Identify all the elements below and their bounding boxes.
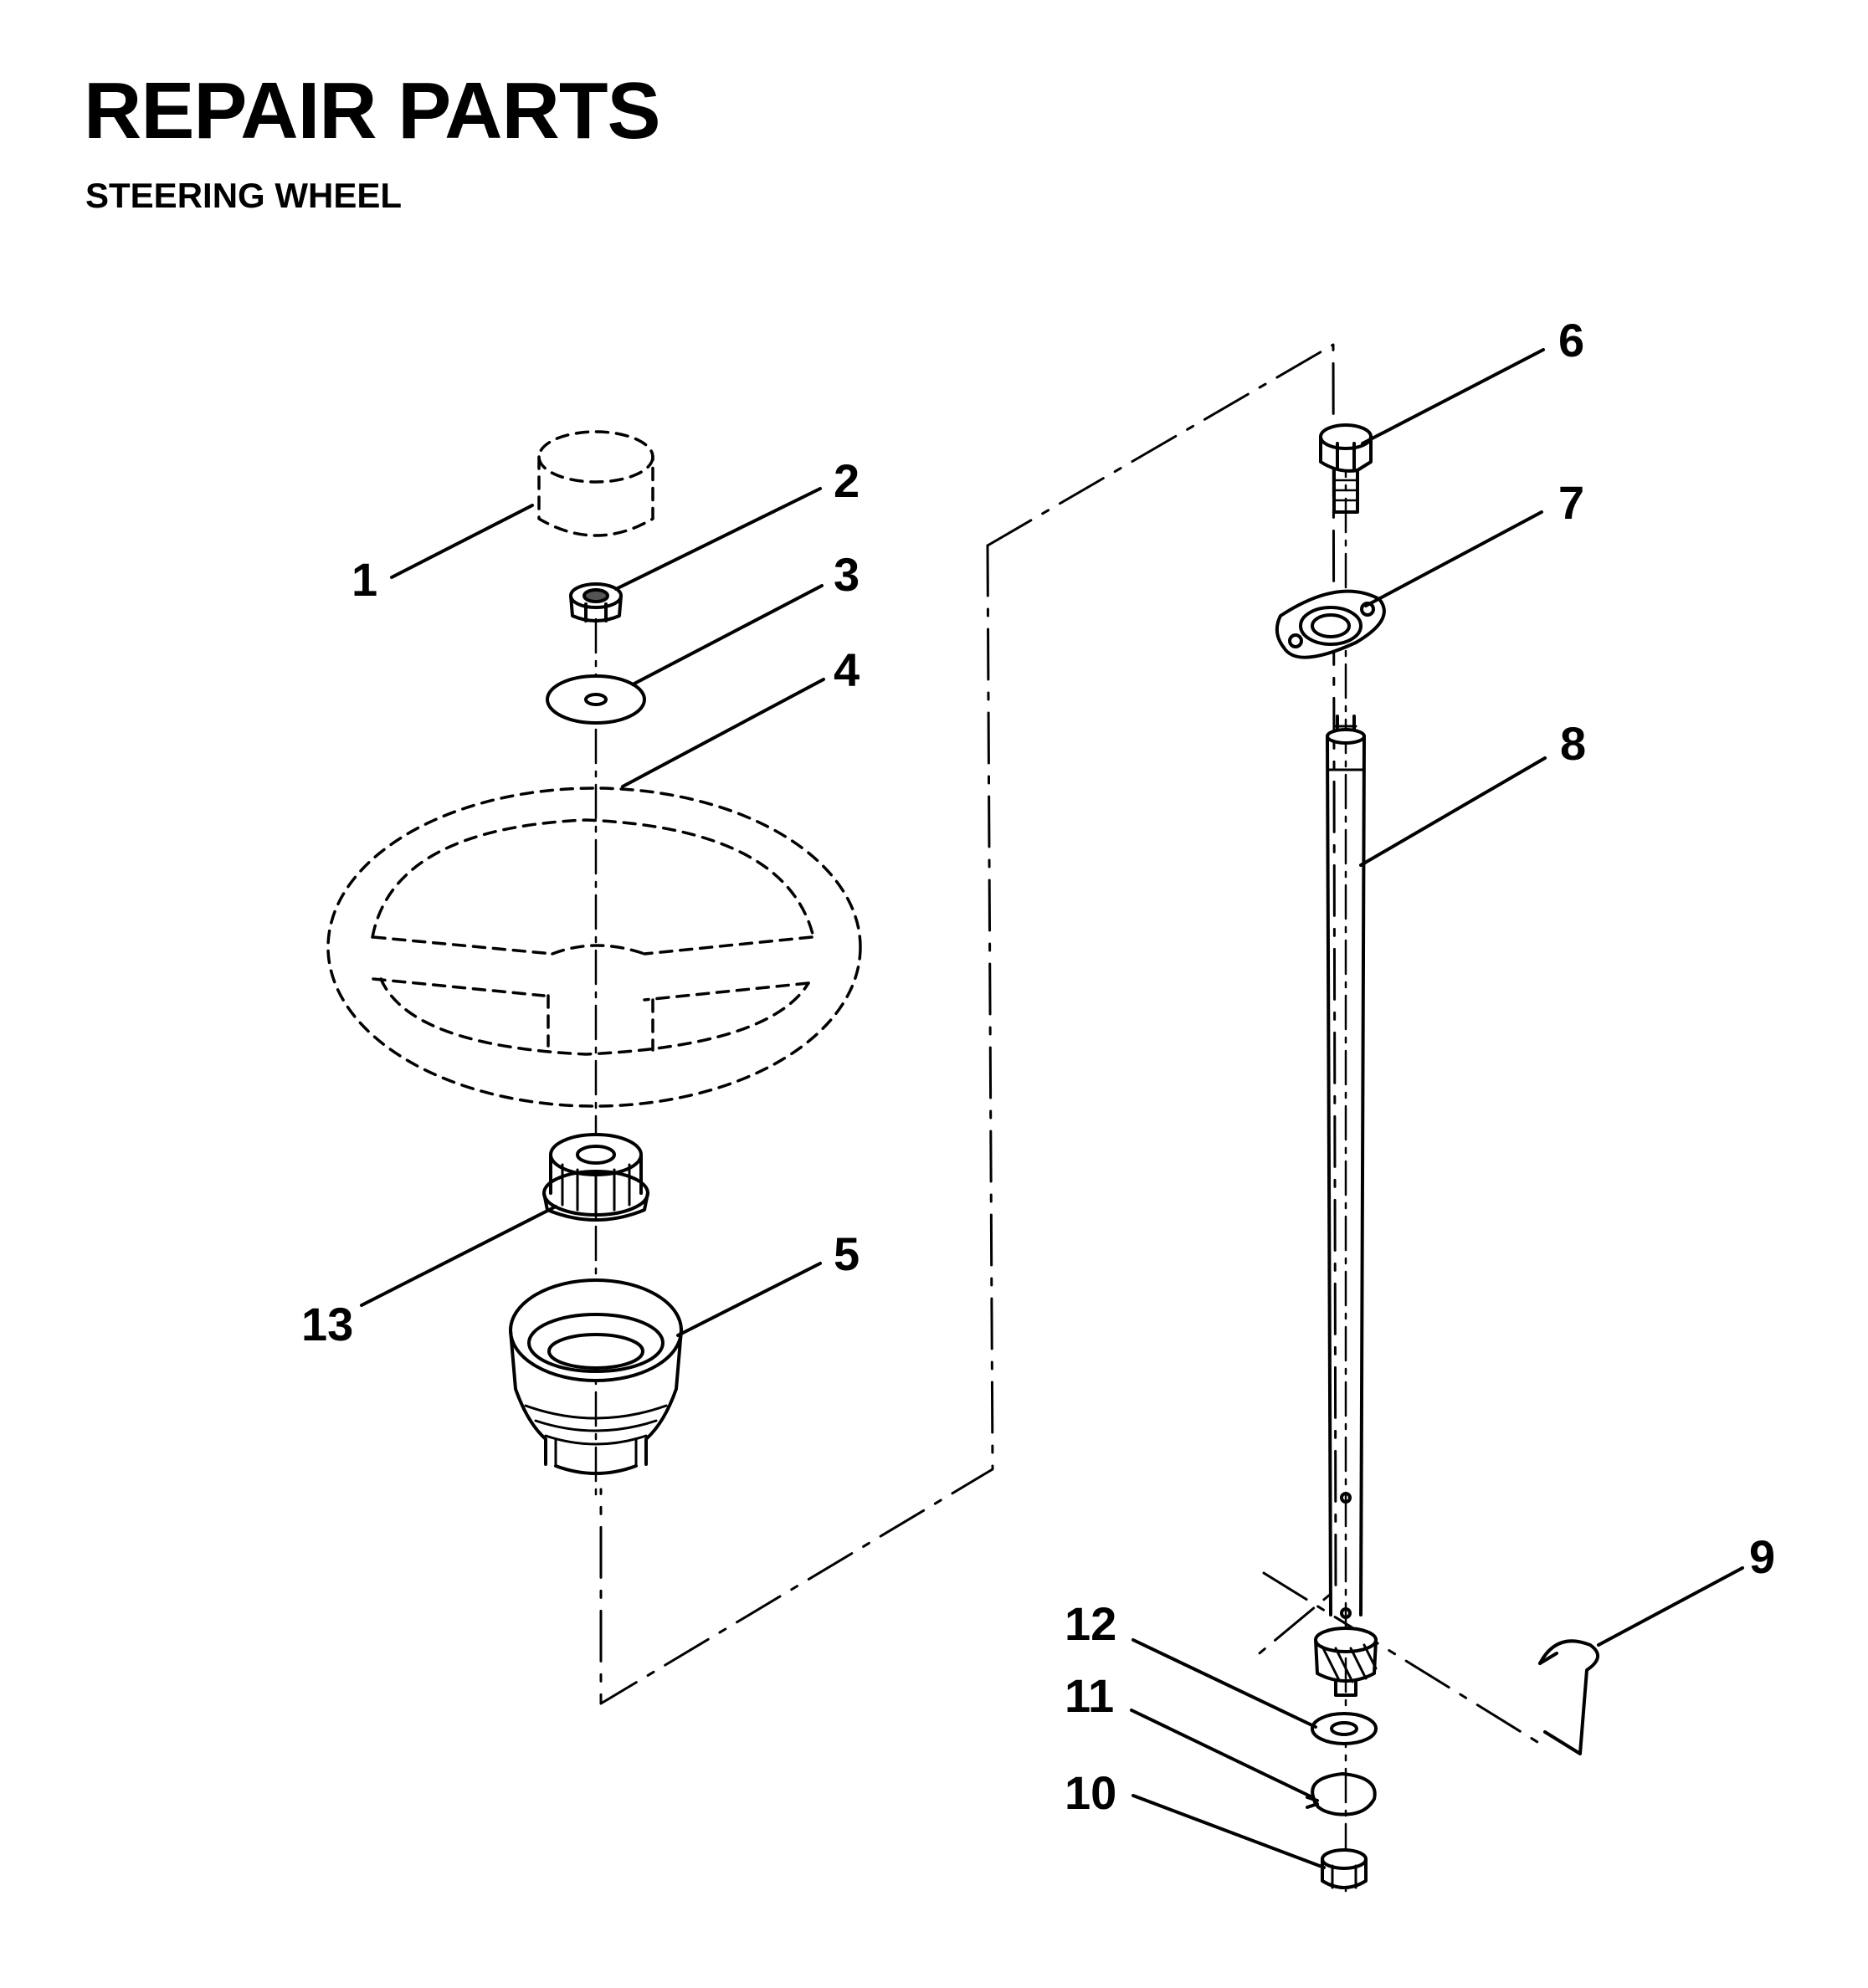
callout-2: 2 <box>834 454 860 507</box>
assembly-frame <box>599 343 1550 1750</box>
part-5-boot <box>509 1278 683 1475</box>
part-2-nut <box>569 582 623 623</box>
part-11-snap-ring <box>1306 1772 1377 1816</box>
part-12-washer <box>1311 1712 1378 1745</box>
part-4-steering-wheel <box>326 786 862 1108</box>
callout-11: 11 <box>1065 1669 1114 1722</box>
callout-13: 13 <box>301 1298 353 1350</box>
callout-6: 6 <box>1558 314 1584 366</box>
callout-12: 12 <box>1065 1597 1116 1650</box>
callout-1: 1 <box>352 553 377 606</box>
part-9-clip <box>1538 1639 1599 1755</box>
page-title: REPAIR PARTS <box>84 66 660 156</box>
part-6-bolt <box>1319 423 1373 514</box>
part-8-shaft <box>1326 715 1366 1619</box>
part-7-flange <box>1275 589 1386 659</box>
callout-7: 7 <box>1558 476 1584 529</box>
part-10-nut <box>1321 1848 1368 1889</box>
callout-labels: 1 2 3 4 5 6 7 8 9 12 11 10 13 <box>301 314 1775 1819</box>
callout-3: 3 <box>834 548 860 601</box>
leader-lines <box>360 348 1744 1869</box>
callout-5: 5 <box>834 1227 860 1280</box>
pinion-gear <box>1314 1627 1378 1697</box>
part-3-washer <box>546 674 646 725</box>
page-subtitle: STEERING WHEEL <box>85 176 403 215</box>
part-13-adapter <box>542 1133 649 1222</box>
callout-4: 4 <box>834 643 860 696</box>
callout-8: 8 <box>1560 717 1586 770</box>
callout-10: 10 <box>1065 1766 1116 1819</box>
callout-9: 9 <box>1749 1530 1775 1583</box>
part-1-cap <box>537 430 654 537</box>
